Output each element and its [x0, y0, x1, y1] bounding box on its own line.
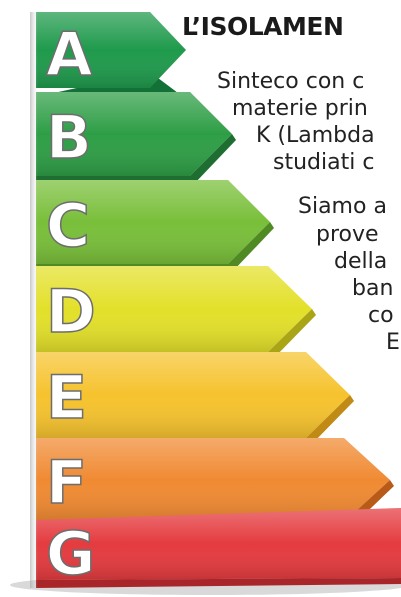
bar-b-edge: [36, 134, 236, 184]
bar-d-letter: D: [46, 277, 96, 347]
bar-d-highlight: [36, 266, 312, 352]
bar-g-edge: [36, 578, 401, 588]
bar-c-highlight: [36, 180, 270, 264]
text-line-2: materie prin: [232, 96, 368, 121]
text-line-4: studiati c: [273, 150, 375, 175]
bar-f-letter: F: [46, 448, 87, 518]
bar-g-highlight: [36, 508, 401, 580]
bar-g-letter: G: [46, 519, 95, 589]
text-line-3: K (Lambda: [256, 123, 375, 148]
stack-side-edge: [30, 12, 38, 588]
bar-a-letter: A: [46, 20, 93, 90]
text-line-6: prove: [316, 222, 379, 247]
text-line-1: Sinteco con c: [217, 69, 365, 94]
bar-e-highlight: [36, 352, 350, 438]
text-line-8: ban: [352, 276, 394, 301]
bar-a-highlight: [36, 12, 186, 88]
bar-b-letter: B: [46, 103, 92, 173]
text-line-5: Siamo a: [298, 194, 387, 219]
text-line-7: della: [334, 249, 388, 274]
text-line-10: E: [386, 330, 400, 355]
bar-e-letter: E: [46, 363, 87, 433]
section-heading: L’ISOLAMEN: [182, 12, 344, 41]
text-line-9: co: [368, 303, 394, 328]
bar-b-highlight: [36, 92, 232, 176]
bar-c-letter: C: [46, 191, 90, 261]
bar-f-highlight: [36, 438, 390, 522]
